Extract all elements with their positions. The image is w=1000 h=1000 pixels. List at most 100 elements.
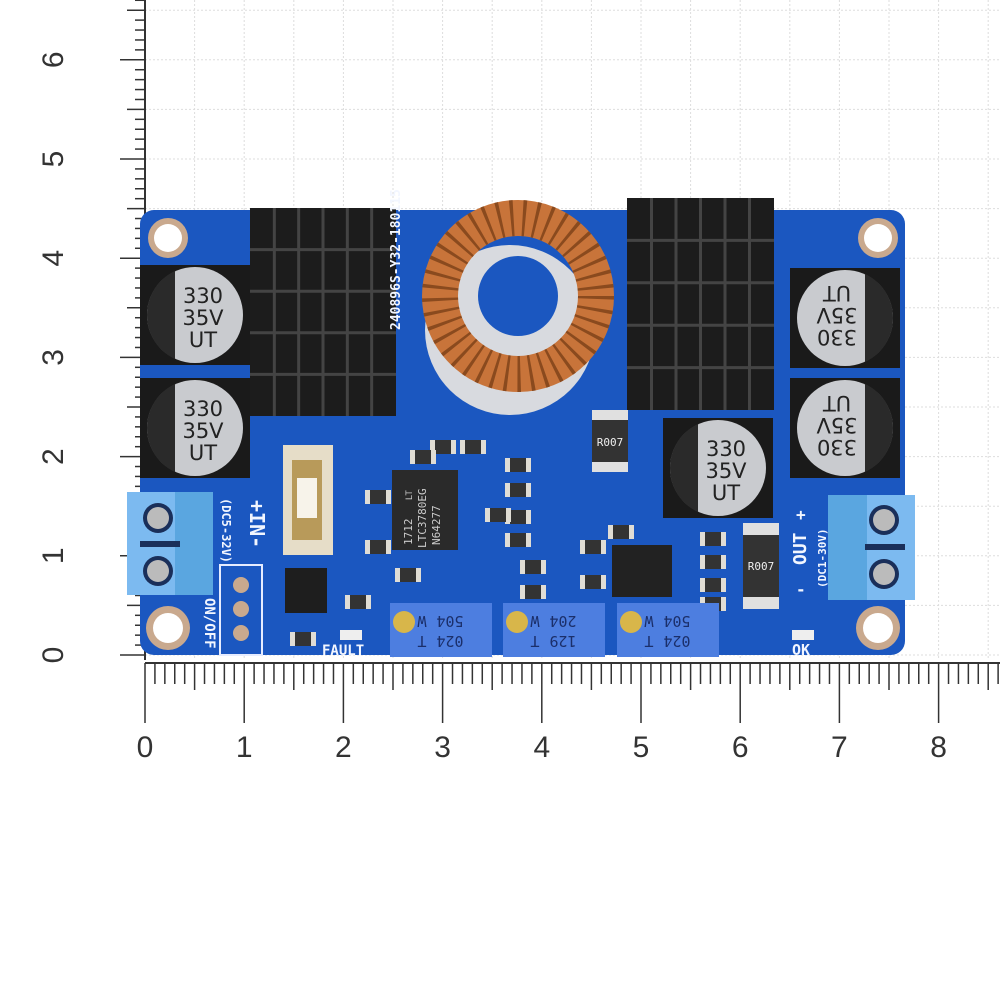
input-label: +IN-	[245, 500, 269, 548]
capacitor-value: 330	[817, 435, 857, 459]
smd-resistor	[430, 440, 456, 454]
shunt-resistor: R007	[743, 523, 779, 609]
smd-resistor	[700, 532, 726, 546]
shunt-resistor: R007	[592, 410, 628, 472]
vertical-ruler-label: 5	[37, 151, 70, 168]
horizontal-ruler-label: 2	[335, 731, 352, 764]
output-plus: +	[796, 505, 806, 524]
smd-resistor	[505, 510, 531, 524]
vertical-ruler-label: 0	[37, 647, 70, 664]
smd-resistor	[460, 440, 486, 454]
pot-t: T	[530, 632, 539, 650]
fault-label: FAULT	[322, 643, 364, 659]
capacitor-value: 330	[183, 284, 223, 308]
mosfet-driver-chip	[612, 545, 672, 597]
horizontal-ruler-label: 7	[831, 731, 848, 764]
capacitor-value: 330	[817, 325, 857, 349]
output-terminal-block	[828, 495, 915, 600]
pot-batch: 129	[549, 632, 576, 650]
svg-text:R007: R007	[748, 560, 775, 573]
ic-part: LTC3780EG	[416, 488, 429, 548]
smd-resistor	[395, 568, 421, 582]
capacitor-series: UT	[189, 328, 217, 352]
capacitor-series: UT	[189, 441, 217, 465]
smd-resistor	[345, 595, 371, 609]
ic-date: 1712	[402, 519, 415, 546]
vertical-ruler-label: 6	[37, 51, 70, 68]
horizontal-ruler-label: 4	[533, 731, 550, 764]
trim-potentiometer[interactable]: 504 W 024 T	[617, 603, 719, 657]
capacitor-voltage: 35V	[182, 306, 224, 330]
output-range: (DC1-30V)	[816, 528, 829, 588]
heatsink-left	[250, 208, 396, 416]
pot-code: 504	[436, 612, 463, 630]
output-minus: -	[796, 580, 806, 599]
smd-resistor	[485, 508, 511, 522]
switch-label: ON/OFF	[201, 598, 217, 649]
vertical-ruler-label: 2	[37, 448, 70, 465]
vertical-ruler-label: 4	[37, 250, 70, 267]
vertical-ruler-label: 1	[37, 547, 70, 564]
pot-batch: 024	[436, 632, 463, 650]
smd-resistor	[700, 555, 726, 569]
horizontal-ruler-label: 6	[732, 731, 749, 764]
svg-text:R007: R007	[597, 436, 624, 449]
pot-t: T	[417, 632, 426, 650]
smd-resistor	[520, 585, 546, 599]
ic-lot: N64277	[430, 505, 443, 545]
on-off-switch	[283, 445, 333, 555]
horizontal-ruler-label: 3	[434, 731, 451, 764]
heatsink-right	[627, 198, 774, 410]
adjust-screw[interactable]	[506, 611, 528, 633]
vertical-ruler-label: 3	[37, 349, 70, 366]
fault-led	[340, 630, 362, 640]
capacitor-voltage: 35V	[816, 413, 858, 437]
smd-resistor	[520, 560, 546, 574]
pot-batch: 024	[663, 632, 690, 650]
capacitor-series: UT	[712, 481, 740, 505]
capacitor-voltage: 35V	[705, 459, 747, 483]
pot-w: W	[530, 612, 540, 630]
smd-resistor	[365, 490, 391, 504]
pot-t: T	[644, 632, 653, 650]
capacitor-value: 330	[706, 437, 746, 461]
ok-label: OK	[792, 641, 810, 659]
adjust-screw[interactable]	[393, 611, 415, 633]
smd-resistor	[505, 458, 531, 472]
regulator-chip	[285, 568, 327, 613]
pot-code: 504	[663, 612, 690, 630]
smd-resistor	[580, 575, 606, 589]
horizontal-ruler-label: 8	[930, 731, 947, 764]
capacitor-series: UT	[823, 281, 851, 305]
pcb-code: 240896S-Y32-180115	[389, 189, 404, 330]
smd-resistor	[580, 540, 606, 554]
pot-code: 204	[549, 612, 576, 630]
horizontal-ruler-label: 1	[236, 731, 253, 764]
smd-resistor	[700, 578, 726, 592]
controller-ic: 1712 LTC3780EG N64277 LT	[392, 470, 458, 550]
input-terminal-block	[127, 492, 213, 595]
smd-resistor	[410, 450, 436, 464]
header-pins	[219, 564, 263, 656]
smd-resistor	[505, 483, 531, 497]
pot-w: W	[644, 612, 654, 630]
smd-resistor	[290, 632, 316, 646]
capacitor-series: UT	[823, 391, 851, 415]
output-label: OUT	[790, 532, 811, 565]
capacitor-voltage: 35V	[182, 419, 224, 443]
trim-potentiometer[interactable]: 204 W 129 T	[503, 603, 605, 657]
capacitor-value: 330	[183, 397, 223, 421]
horizontal-ruler-label: 0	[137, 731, 154, 764]
smd-resistor	[608, 525, 634, 539]
toroid-inductor	[422, 200, 614, 415]
smd-resistor	[505, 533, 531, 547]
adjust-screw[interactable]	[620, 611, 642, 633]
